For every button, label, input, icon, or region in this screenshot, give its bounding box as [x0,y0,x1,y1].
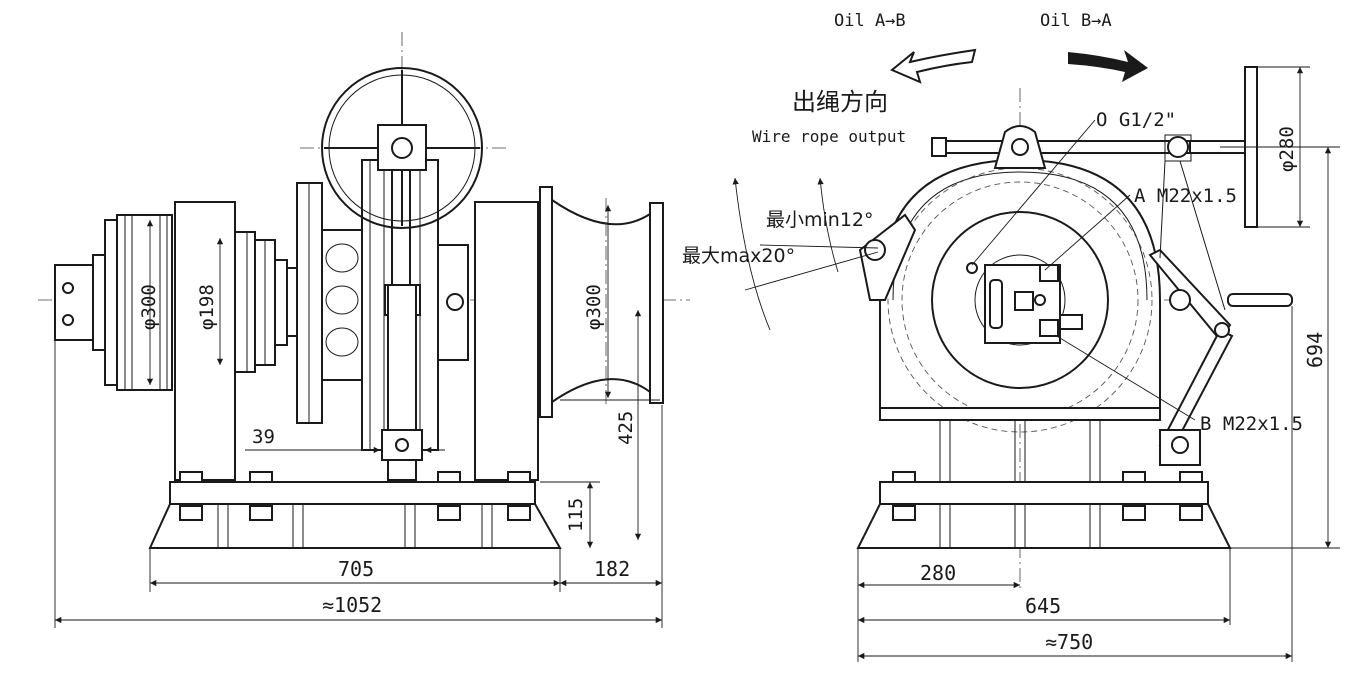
handwheel[interactable] [321,67,483,229]
dim-280-label: 280 [920,561,956,585]
dia-handwheel-label: φ280 [1276,126,1298,172]
angle-min-label: 最小min12° [766,209,874,231]
brake-lever-bar[interactable] [931,125,1192,169]
side-dimensions [857,66,1340,662]
port-a-fitting [1039,264,1059,282]
handwheel-hub [377,124,427,171]
dim-39-label: 39 [252,426,275,448]
lever-clevis [381,429,423,461]
port-a-label: A M22x1.5 [1134,185,1237,207]
valve-body [984,264,1061,344]
dim-115-label: 115 [565,498,587,532]
motor-port-lower [62,314,74,326]
front-base-frame [148,471,562,549]
dia-warping-head-label: φ300 [583,284,605,330]
base-skirt [148,503,562,549]
rope-direction-cn-label: 出绳方向 [792,88,888,116]
dim-total-front-label: ≈1052 [322,593,382,617]
motor-body [116,214,173,391]
port-o-fitting [966,262,978,274]
rope-guide-roller [858,213,917,301]
dim-694-label: 694 [1303,332,1327,368]
lifting-eye [993,125,1047,169]
angle-max-label: 最大max20° [682,245,795,267]
dim-425-label: 425 [615,411,637,445]
oil-b-to-a-arrow [1068,50,1148,82]
motor-port-upper [62,282,74,294]
drum-barrel [321,229,363,381]
front-view: φ300 φ198 φ300 425 115 39 705 182 ≈1052 [38,32,690,628]
drum-flange-circle [931,211,1109,389]
brake-housing [234,231,298,373]
dia-brake-label: φ198 [196,284,218,330]
oil-a-to-b-label: Oil A→B [834,11,906,31]
side-base-frame [856,471,1232,549]
base-top-plate [169,481,536,505]
brake-linkage [1148,160,1293,466]
warping-head [539,186,664,418]
oil-b-to-a-label: Oil B→A [1040,11,1112,31]
port-o-label: O G1/2" [1096,109,1176,131]
port-b-label: B M22x1.5 [1200,413,1303,435]
hydraulic-motor [54,214,173,391]
winch-drum [296,159,469,451]
drive-shaft [1227,293,1293,307]
port-b-fitting [1039,319,1059,337]
clutch-hub [437,244,469,361]
right-bearing-pedestal [474,201,539,481]
foundation-bolts [179,471,531,521]
front-dimensions [54,204,663,628]
oil-a-to-b-arrow [890,48,977,84]
handwheel-rim[interactable] [321,67,483,229]
side-leaders [732,119,1196,421]
left-bearing-pedestal [174,201,236,481]
dia-motor-label: φ300 [138,284,160,330]
motor-port-block [54,264,94,341]
dim-645-label: 645 [1025,594,1061,618]
dim-705-label: 705 [338,557,374,581]
side-view: φ280 694 280 645 ≈750 [732,48,1340,662]
rope-direction-en-label: Wire rope output [752,127,906,146]
dim-total-side-label: ≈750 [1045,630,1093,654]
control-valve-block [966,262,1083,344]
dim-182-label: 182 [594,557,630,581]
